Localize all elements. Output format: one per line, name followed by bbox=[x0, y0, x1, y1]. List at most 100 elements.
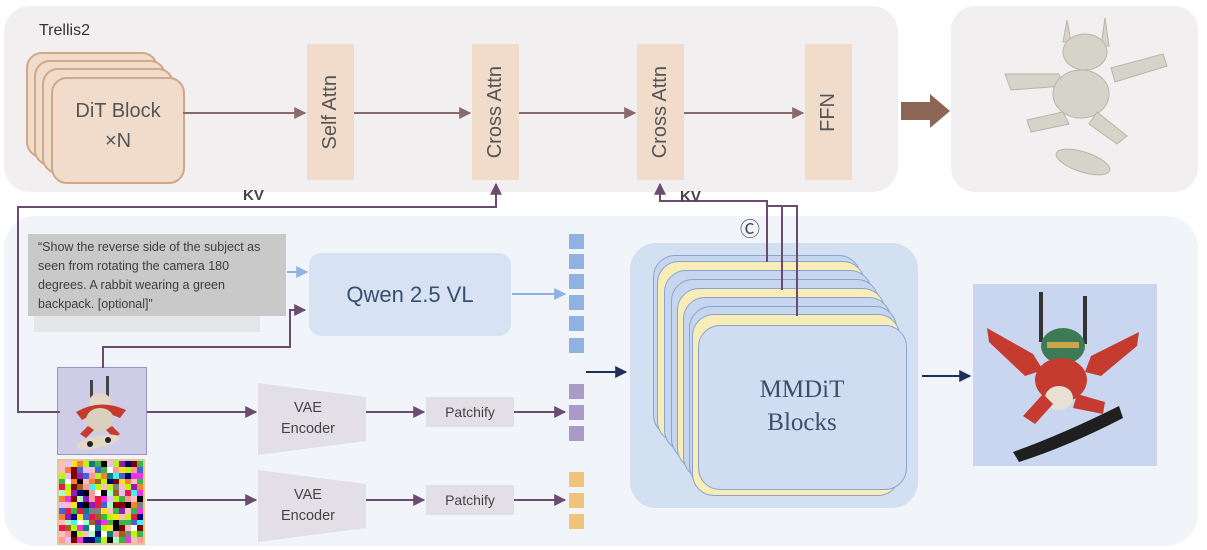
noise-pixel bbox=[137, 472, 143, 479]
noise-pixel bbox=[77, 525, 83, 532]
noise-pixel bbox=[119, 531, 125, 538]
noise-token bbox=[569, 472, 584, 487]
vae-encoder-subtitle-1: Encoder bbox=[280, 421, 335, 437]
dit-block-title: DiT Block bbox=[75, 100, 161, 122]
noise-pixel bbox=[137, 484, 143, 491]
noise-pixel bbox=[113, 490, 119, 497]
noise-pixel bbox=[113, 472, 119, 479]
noise-pixel bbox=[59, 507, 65, 514]
noise-pixel bbox=[71, 531, 77, 538]
noise-pixel bbox=[77, 531, 83, 538]
qwen-vl-encoder: Qwen 2.5 VL bbox=[309, 253, 511, 336]
noise-pixel bbox=[59, 519, 65, 526]
concat-symbol: Ⓒ bbox=[740, 219, 760, 241]
noise-pixel bbox=[137, 519, 143, 526]
noise-pixel bbox=[65, 519, 71, 526]
noise-pixel bbox=[59, 484, 65, 491]
noise-pixel bbox=[131, 513, 137, 520]
noise-pixel bbox=[113, 513, 119, 520]
noise-pixel bbox=[119, 525, 125, 532]
noise-pixel bbox=[137, 461, 143, 467]
noise-pixel bbox=[119, 537, 125, 543]
noise-pixel bbox=[65, 490, 71, 497]
dit-block bbox=[51, 77, 185, 184]
noise-pixel bbox=[113, 502, 119, 508]
noise-pixel bbox=[113, 496, 119, 502]
noise-pixel bbox=[95, 525, 101, 532]
noise-pixel bbox=[59, 531, 65, 538]
noise-pixel bbox=[83, 472, 89, 479]
ffn-block: FFN bbox=[805, 44, 852, 180]
noise-pixel bbox=[125, 484, 131, 491]
noise-pixel bbox=[119, 490, 125, 497]
noise-pixel bbox=[95, 461, 101, 467]
noise-pixel bbox=[119, 472, 125, 479]
noise-pixel bbox=[125, 531, 131, 538]
image-token bbox=[569, 426, 584, 441]
noise-pixel bbox=[101, 513, 107, 520]
mmdit-layer-front bbox=[698, 325, 907, 490]
noise-pixel bbox=[65, 472, 71, 479]
vae-encoder-shape-2 bbox=[258, 470, 366, 542]
noise-pixel bbox=[131, 478, 137, 485]
prompt-shadow bbox=[34, 312, 260, 332]
vae-encoder-shape-1 bbox=[258, 383, 366, 455]
noise-pixel bbox=[89, 525, 95, 532]
text-token bbox=[569, 316, 584, 331]
noise-pixel bbox=[71, 490, 77, 497]
noise-pixel bbox=[125, 490, 131, 497]
noise-pixel bbox=[125, 537, 131, 543]
noise-pixel bbox=[89, 531, 95, 538]
text-token bbox=[569, 254, 584, 269]
noise-pixel bbox=[71, 472, 77, 479]
noise-pixel bbox=[125, 513, 131, 520]
noise-pixel bbox=[119, 496, 125, 502]
noise-pixel bbox=[95, 496, 101, 502]
noise-pixel bbox=[83, 461, 89, 467]
noise-pixel bbox=[125, 507, 131, 514]
noise-pixel bbox=[119, 502, 125, 508]
trellis-title: Trellis2 bbox=[39, 22, 90, 39]
noise-pixel bbox=[137, 466, 143, 473]
noise-pixel bbox=[125, 472, 131, 479]
noise-pixel bbox=[107, 525, 113, 532]
noise-pixel bbox=[137, 502, 143, 508]
noise-pixel bbox=[77, 461, 83, 467]
noise-pixel bbox=[89, 490, 95, 497]
noise-pixel bbox=[95, 472, 101, 479]
noise-pixel bbox=[131, 519, 137, 526]
noise-pixel bbox=[119, 484, 125, 491]
noise-pixel bbox=[131, 472, 137, 479]
noise-pixel bbox=[95, 490, 101, 497]
noise-pixel bbox=[71, 519, 77, 526]
noise-pixel bbox=[125, 478, 131, 485]
cross-attn-block-2: Cross Attn bbox=[637, 44, 684, 180]
text-prompt: “Show the reverse side of the subject as… bbox=[28, 234, 286, 316]
mmdit-label: MMDiT Blocks bbox=[697, 373, 907, 439]
noise-pixel bbox=[107, 466, 113, 473]
noise-pixel bbox=[89, 507, 95, 514]
noise-pixel bbox=[89, 513, 95, 520]
noise-pixel bbox=[77, 490, 83, 497]
noise-pixel bbox=[77, 478, 83, 485]
noise-pixel bbox=[113, 507, 119, 514]
noise-pixel bbox=[71, 496, 77, 502]
mmdit-title: MMDiT bbox=[759, 376, 845, 403]
noise-pixel bbox=[77, 484, 83, 491]
noise-grid-icon bbox=[57, 459, 145, 545]
vae-encoder-label-1: VAE Encoder bbox=[258, 398, 358, 440]
noise-pixel bbox=[119, 513, 125, 520]
noise-pixel bbox=[65, 466, 71, 473]
noise-pixel bbox=[71, 507, 77, 514]
noise-pixel bbox=[59, 478, 65, 485]
noise-pixel bbox=[83, 513, 89, 520]
noise-pixel bbox=[71, 525, 77, 532]
noise-pixel bbox=[89, 472, 95, 479]
noise-pixel bbox=[71, 537, 77, 543]
noise-pixel bbox=[125, 525, 131, 532]
noise-pixel bbox=[101, 525, 107, 532]
noise-pixel bbox=[65, 531, 71, 538]
noise-pixel bbox=[95, 531, 101, 538]
noise-pixel bbox=[101, 472, 107, 479]
noise-pixel bbox=[131, 484, 137, 491]
